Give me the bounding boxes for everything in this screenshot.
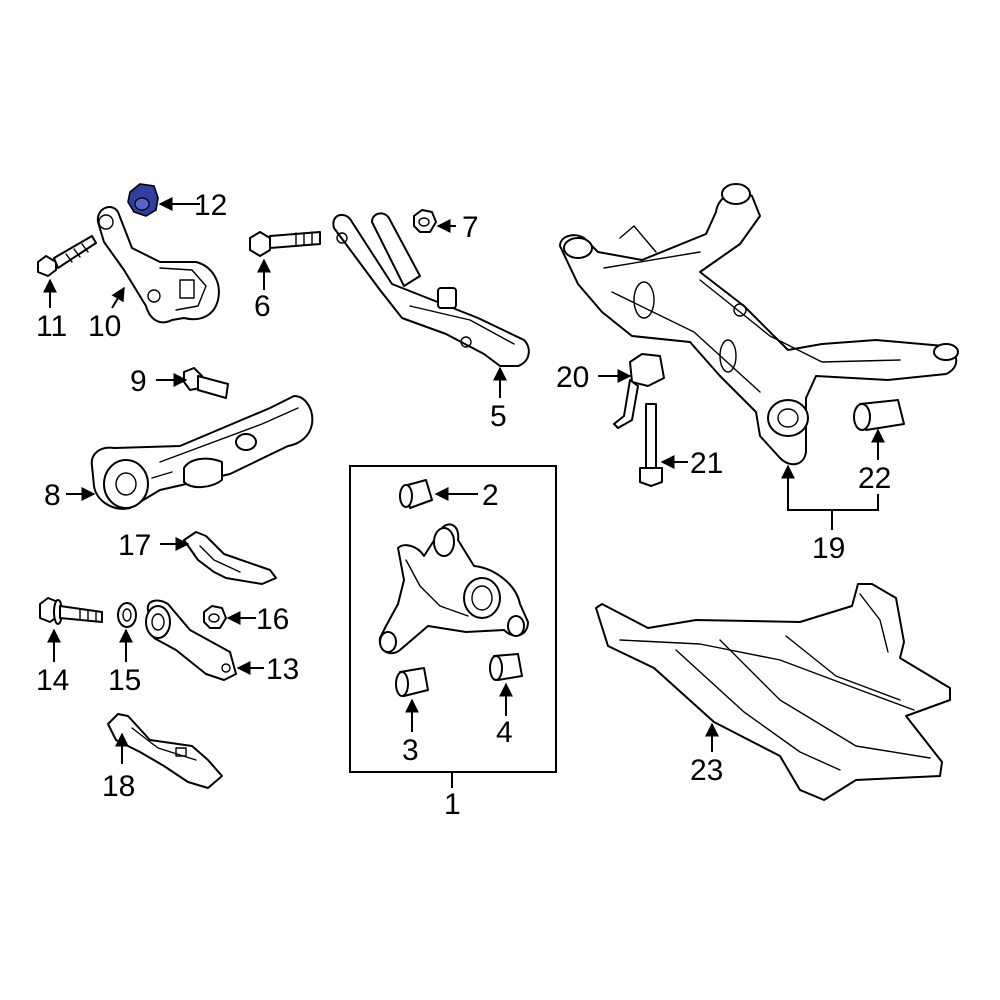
callout-5: 5 <box>490 400 507 433</box>
part-2-bushing[interactable] <box>399 479 433 509</box>
part-19-subframe[interactable] <box>559 183 959 466</box>
part-15-washer[interactable] <box>117 602 137 628</box>
callout-10: 10 <box>88 310 121 343</box>
callout-8: 8 <box>44 479 61 512</box>
part-1-knuckle[interactable] <box>378 523 529 655</box>
part-13-bracket[interactable] <box>145 599 237 681</box>
callout-3: 3 <box>402 734 419 767</box>
callout-23: 23 <box>690 754 723 787</box>
callout-labels: 12 7 6 11 10 5 9 8 17 14 15 16 13 18 2 3… <box>36 189 891 821</box>
part-12-nut[interactable] <box>127 183 159 217</box>
callout-4: 4 <box>496 716 513 749</box>
callout-7: 7 <box>462 211 479 244</box>
callout-19: 19 <box>812 532 845 565</box>
part-23-shield[interactable] <box>595 583 951 801</box>
part-6-bolt[interactable] <box>249 231 321 257</box>
part-20-bracket[interactable] <box>613 353 665 429</box>
callout-13: 13 <box>266 653 299 686</box>
part-22-bushing[interactable] <box>853 399 905 431</box>
leader-lines <box>43 197 885 788</box>
callout-15: 15 <box>108 664 141 697</box>
part-10-link[interactable] <box>96 206 220 324</box>
part-7-nut[interactable] <box>413 209 437 233</box>
callout-9: 9 <box>130 365 147 398</box>
part-4-bushing[interactable] <box>489 653 523 681</box>
part-18-bracket[interactable] <box>107 713 223 789</box>
callout-16: 16 <box>256 603 289 636</box>
callout-14: 14 <box>36 664 69 697</box>
part-5-arm[interactable] <box>332 212 530 367</box>
part-11-bolt[interactable] <box>37 235 97 277</box>
part-3-bushing[interactable] <box>395 667 429 697</box>
part-14-bolt[interactable] <box>39 597 103 625</box>
part-21-bolt[interactable] <box>639 403 663 487</box>
callout-6: 6 <box>254 290 271 323</box>
part-9-bolt[interactable] <box>183 367 229 399</box>
callout-20: 20 <box>556 361 589 394</box>
callout-21: 21 <box>690 447 723 480</box>
part-17-bracket[interactable] <box>183 531 277 585</box>
callout-2: 2 <box>482 479 499 512</box>
callout-17: 17 <box>118 529 151 562</box>
part-8-arm[interactable] <box>90 395 314 510</box>
part-16-nut[interactable] <box>203 605 227 629</box>
callout-12: 12 <box>194 189 227 222</box>
callout-22: 22 <box>858 462 891 495</box>
callout-18: 18 <box>102 770 135 803</box>
callout-1: 1 <box>444 788 461 821</box>
callout-11: 11 <box>36 310 67 343</box>
